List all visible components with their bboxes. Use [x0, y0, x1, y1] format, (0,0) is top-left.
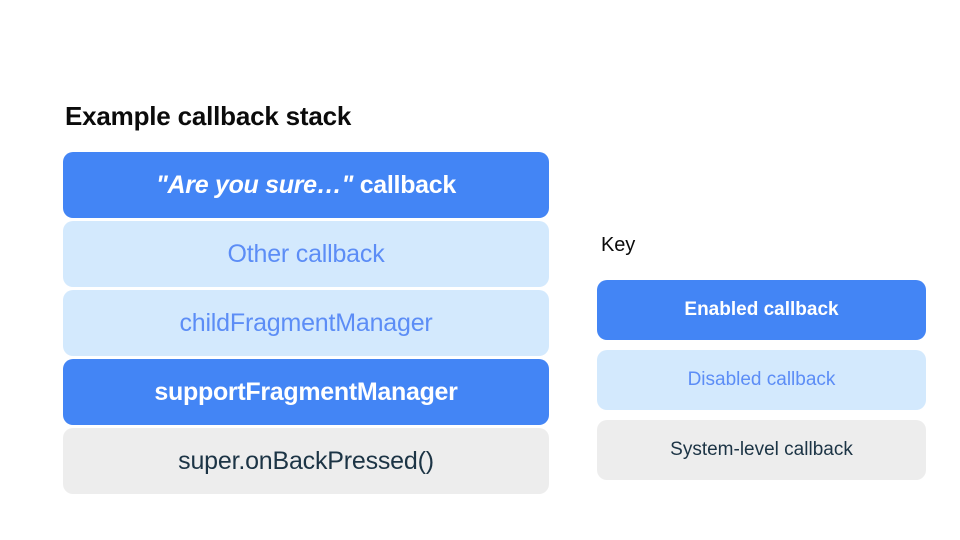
key-item-enabled-callback: Enabled callback	[597, 280, 926, 340]
stack-card-quoted-text: "Are you sure…"	[156, 170, 354, 199]
stack-card-support-fragment-manager: supportFragmentManager	[63, 359, 549, 425]
stack-card-suffix-text: callback	[353, 170, 457, 199]
stack-card-label: Other callback	[227, 239, 385, 268]
stack-card-other-callback: Other callback	[63, 221, 549, 287]
stack-title: Example callback stack	[65, 101, 352, 131]
stack-card-child-fragment-manager: childFragmentManager	[63, 290, 549, 356]
key-item-label: Enabled callback	[684, 299, 839, 320]
key-item-label: Disabled callback	[687, 369, 836, 390]
key-item-system-level-callback: System-level callback	[597, 420, 926, 480]
key-title: Key	[601, 234, 636, 256]
key-legend-section: Key Enabled callback Disabled callback S…	[597, 232, 926, 490]
callback-stack-section: Example callback stack "Are you sure…" c…	[63, 100, 549, 497]
stack-card-are-you-sure-callback: "Are you sure…" callback	[63, 152, 549, 218]
stack-card-label: childFragmentManager	[179, 308, 433, 337]
key-item-label: System-level callback	[670, 439, 853, 460]
stack-card-label: "Are you sure…" callback	[156, 171, 456, 200]
stack-card-label: supportFragmentManager	[154, 377, 458, 406]
stack-card-super-on-back-pressed: super.onBackPressed()	[63, 428, 549, 494]
stack-card-label: super.onBackPressed()	[178, 446, 434, 475]
key-item-disabled-callback: Disabled callback	[597, 350, 926, 410]
